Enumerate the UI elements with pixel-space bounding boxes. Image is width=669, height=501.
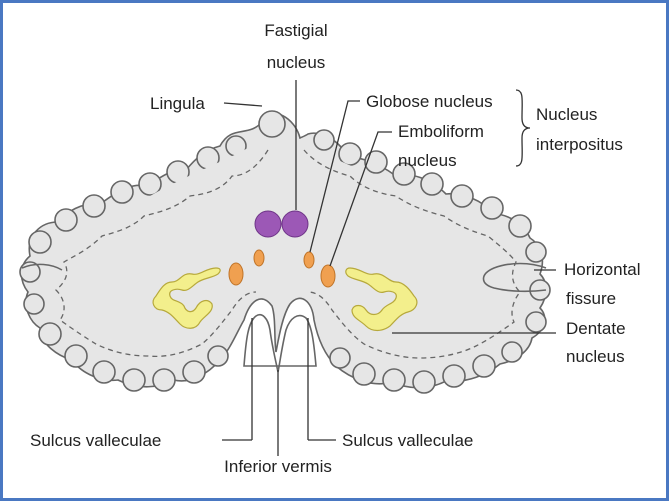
label-interpositus-line1: Nucleus (536, 105, 597, 124)
label-inferior-vermis: Inferior vermis (224, 457, 332, 476)
label-horizontal-line1: Horizontal (564, 260, 641, 279)
fastigial-nucleus-left (254, 210, 282, 238)
label-dentate-line1: Dentate (566, 319, 626, 338)
label-globose: Globose nucleus (366, 92, 493, 111)
interpositus-bracket (515, 89, 531, 167)
label-interpositus-line2: interpositus (536, 135, 623, 154)
cortex-dashed-line (55, 149, 269, 358)
label-sulcus-left: Sulcus valleculae (30, 431, 161, 450)
label-fastigial-line1: Fastigial (264, 21, 327, 40)
label-lingula: Lingula (150, 94, 205, 113)
label-emboliform-line2: nucleus (398, 151, 457, 170)
label-emboliform-line1: Emboliform (398, 122, 484, 141)
leader-lingula (223, 102, 263, 107)
label-horizontal-line2: fissure (566, 289, 616, 308)
label-dentate-line2: nucleus (566, 347, 625, 366)
label-sulcus-right: Sulcus valleculae (342, 431, 473, 450)
globose-nucleus-left (253, 249, 265, 267)
dentate-nucleus-right (345, 267, 418, 332)
leader-globose (309, 100, 360, 253)
fastigial-nucleus-right (281, 210, 309, 238)
emboliform-nucleus-left (228, 262, 244, 286)
leader-emboliform (329, 131, 392, 267)
label-fastigial-line2: nucleus (267, 53, 326, 72)
globose-nucleus-right (303, 251, 315, 269)
horizontal-fissure (482, 262, 547, 293)
dentate-nucleus-left (152, 267, 221, 329)
horizontal-fissure-left (21, 263, 63, 271)
emboliform-nucleus-right (320, 264, 336, 288)
cortex-dashed-line-right (303, 149, 521, 359)
